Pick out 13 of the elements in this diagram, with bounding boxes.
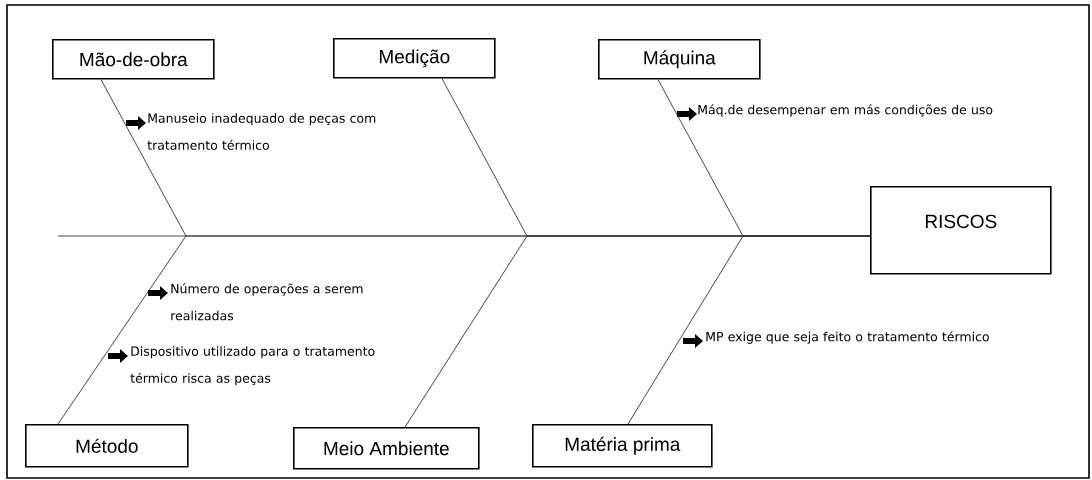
effect-box: RISCOS — [870, 186, 1052, 275]
category-box: Máquina — [598, 39, 761, 80]
cause-text: Manuseio inadequado de peças com tratamento térmico — [147, 113, 376, 150]
category-box: Meio Ambiente — [293, 427, 480, 470]
cause-text: MP exige que seja feito o tratamento térmico — [706, 331, 989, 344]
cause-text: Dispositivo utilizado para o tratamento térmico risca as peças — [130, 346, 375, 386]
category-box: Mão-de-obra — [52, 39, 215, 80]
category-box: Matéria prima — [532, 424, 713, 468]
category-box: Método — [25, 424, 189, 468]
cause-text: Número de operações a serem realizadas — [171, 283, 363, 321]
cause-text: Máq.de desempenar em más condições de uso — [698, 104, 993, 117]
category-box: Medição — [333, 38, 496, 79]
fishbone-line — [627, 235, 871, 425]
